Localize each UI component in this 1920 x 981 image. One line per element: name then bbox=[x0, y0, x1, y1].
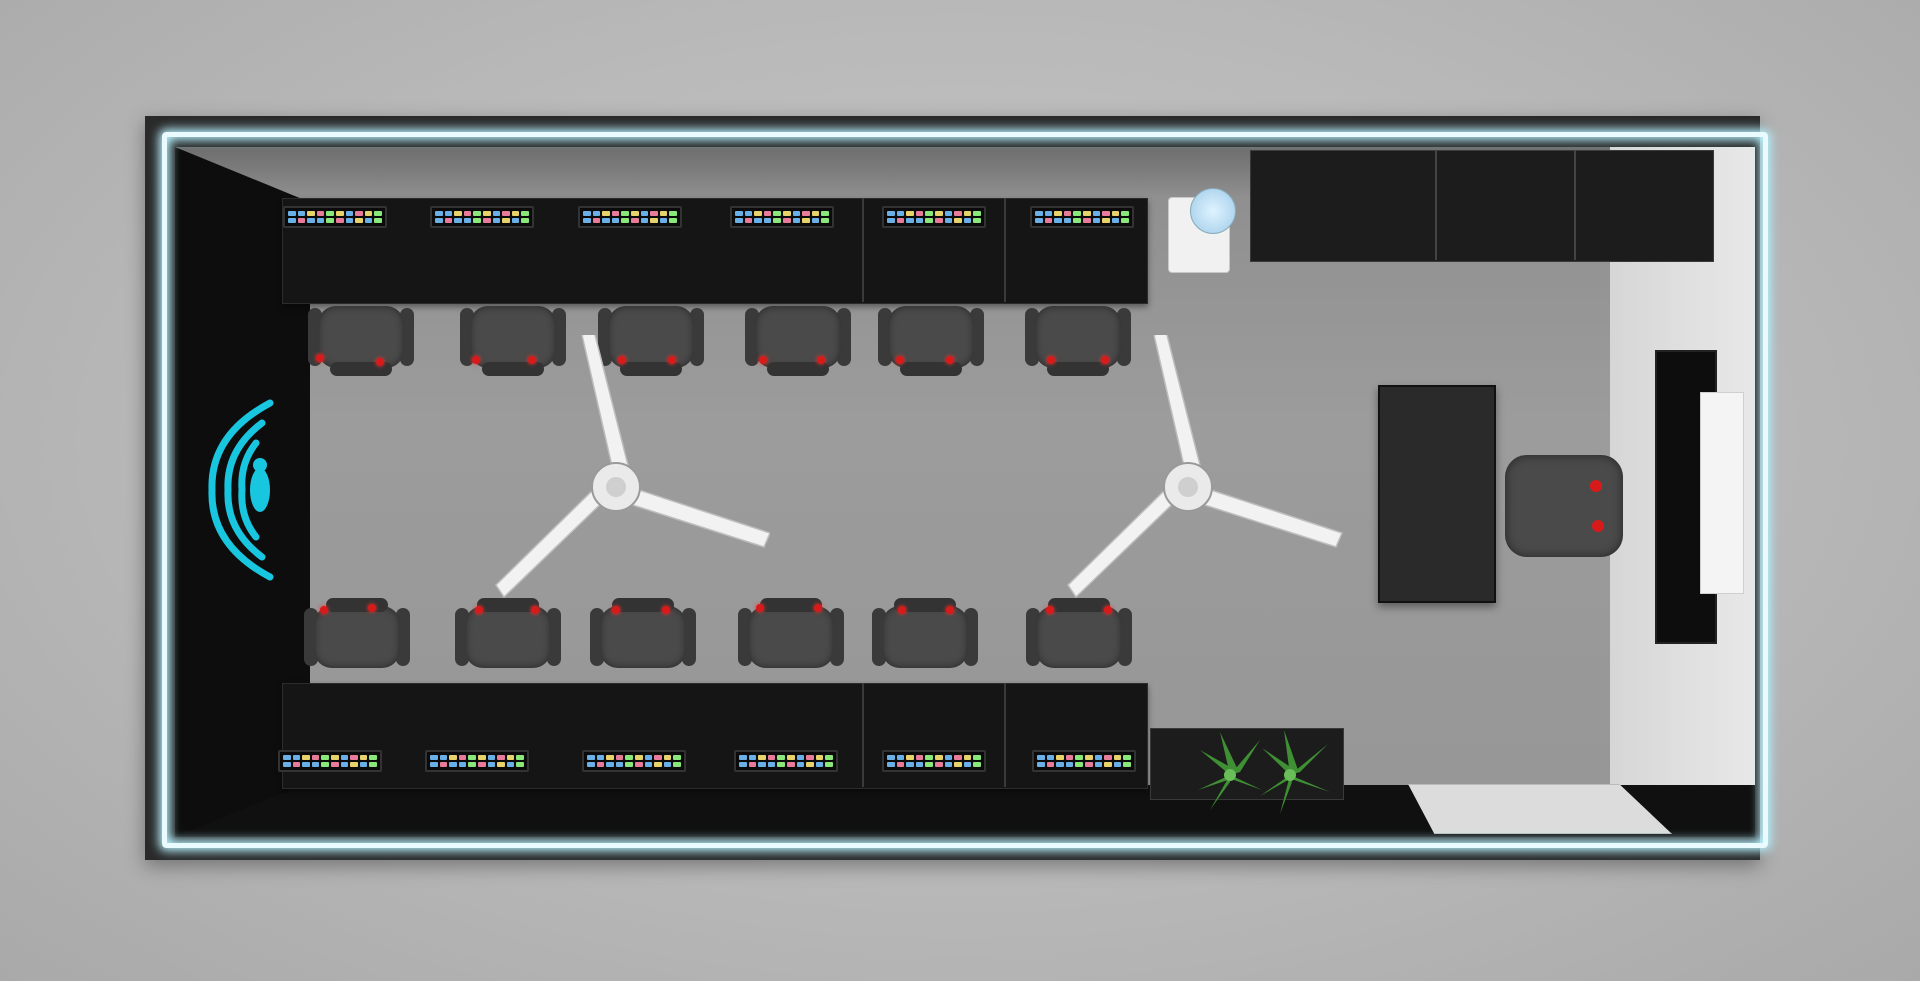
chair-accent bbox=[1592, 520, 1604, 532]
cabinet-divider bbox=[1574, 150, 1576, 260]
whiteboard bbox=[1700, 392, 1744, 594]
water-bottle bbox=[1190, 188, 1236, 234]
top-desk-row bbox=[282, 198, 1148, 304]
desk-divider bbox=[1004, 683, 1006, 787]
monitor bbox=[582, 750, 686, 772]
chair bbox=[872, 598, 978, 676]
monitor bbox=[882, 206, 986, 228]
monitor bbox=[882, 750, 986, 772]
chair bbox=[878, 298, 984, 376]
cabinet-divider bbox=[1435, 150, 1437, 260]
monitor bbox=[1032, 750, 1136, 772]
storage-cabinet bbox=[1250, 150, 1714, 262]
cyan-emblem-icon bbox=[208, 399, 274, 581]
plant-icon bbox=[1198, 730, 1330, 814]
chair bbox=[455, 598, 561, 676]
monitor bbox=[730, 206, 834, 228]
led-ceiling-border bbox=[162, 132, 1768, 848]
desk-divider bbox=[862, 198, 864, 302]
chair-accent bbox=[1590, 480, 1602, 492]
ceiling-fan-icon bbox=[495, 335, 770, 599]
monitor bbox=[278, 750, 382, 772]
monitor bbox=[425, 750, 529, 772]
chair bbox=[304, 598, 410, 676]
chair bbox=[460, 298, 566, 376]
teacher-chair bbox=[1505, 455, 1623, 557]
monitor bbox=[430, 206, 534, 228]
desk-divider bbox=[862, 683, 864, 787]
ceiling-fan-icon bbox=[1067, 335, 1344, 599]
chair bbox=[598, 298, 704, 376]
chair bbox=[1025, 298, 1131, 376]
monitor bbox=[283, 206, 387, 228]
monitor bbox=[578, 206, 682, 228]
monitor bbox=[734, 750, 838, 772]
monitor bbox=[1030, 206, 1134, 228]
desk-divider bbox=[1004, 198, 1006, 302]
teacher-desk bbox=[1378, 385, 1496, 603]
chair bbox=[308, 298, 414, 376]
low-cabinet bbox=[1150, 728, 1344, 800]
chair bbox=[738, 598, 844, 676]
chair bbox=[590, 598, 696, 676]
chair bbox=[1026, 598, 1132, 676]
chair bbox=[745, 298, 851, 376]
